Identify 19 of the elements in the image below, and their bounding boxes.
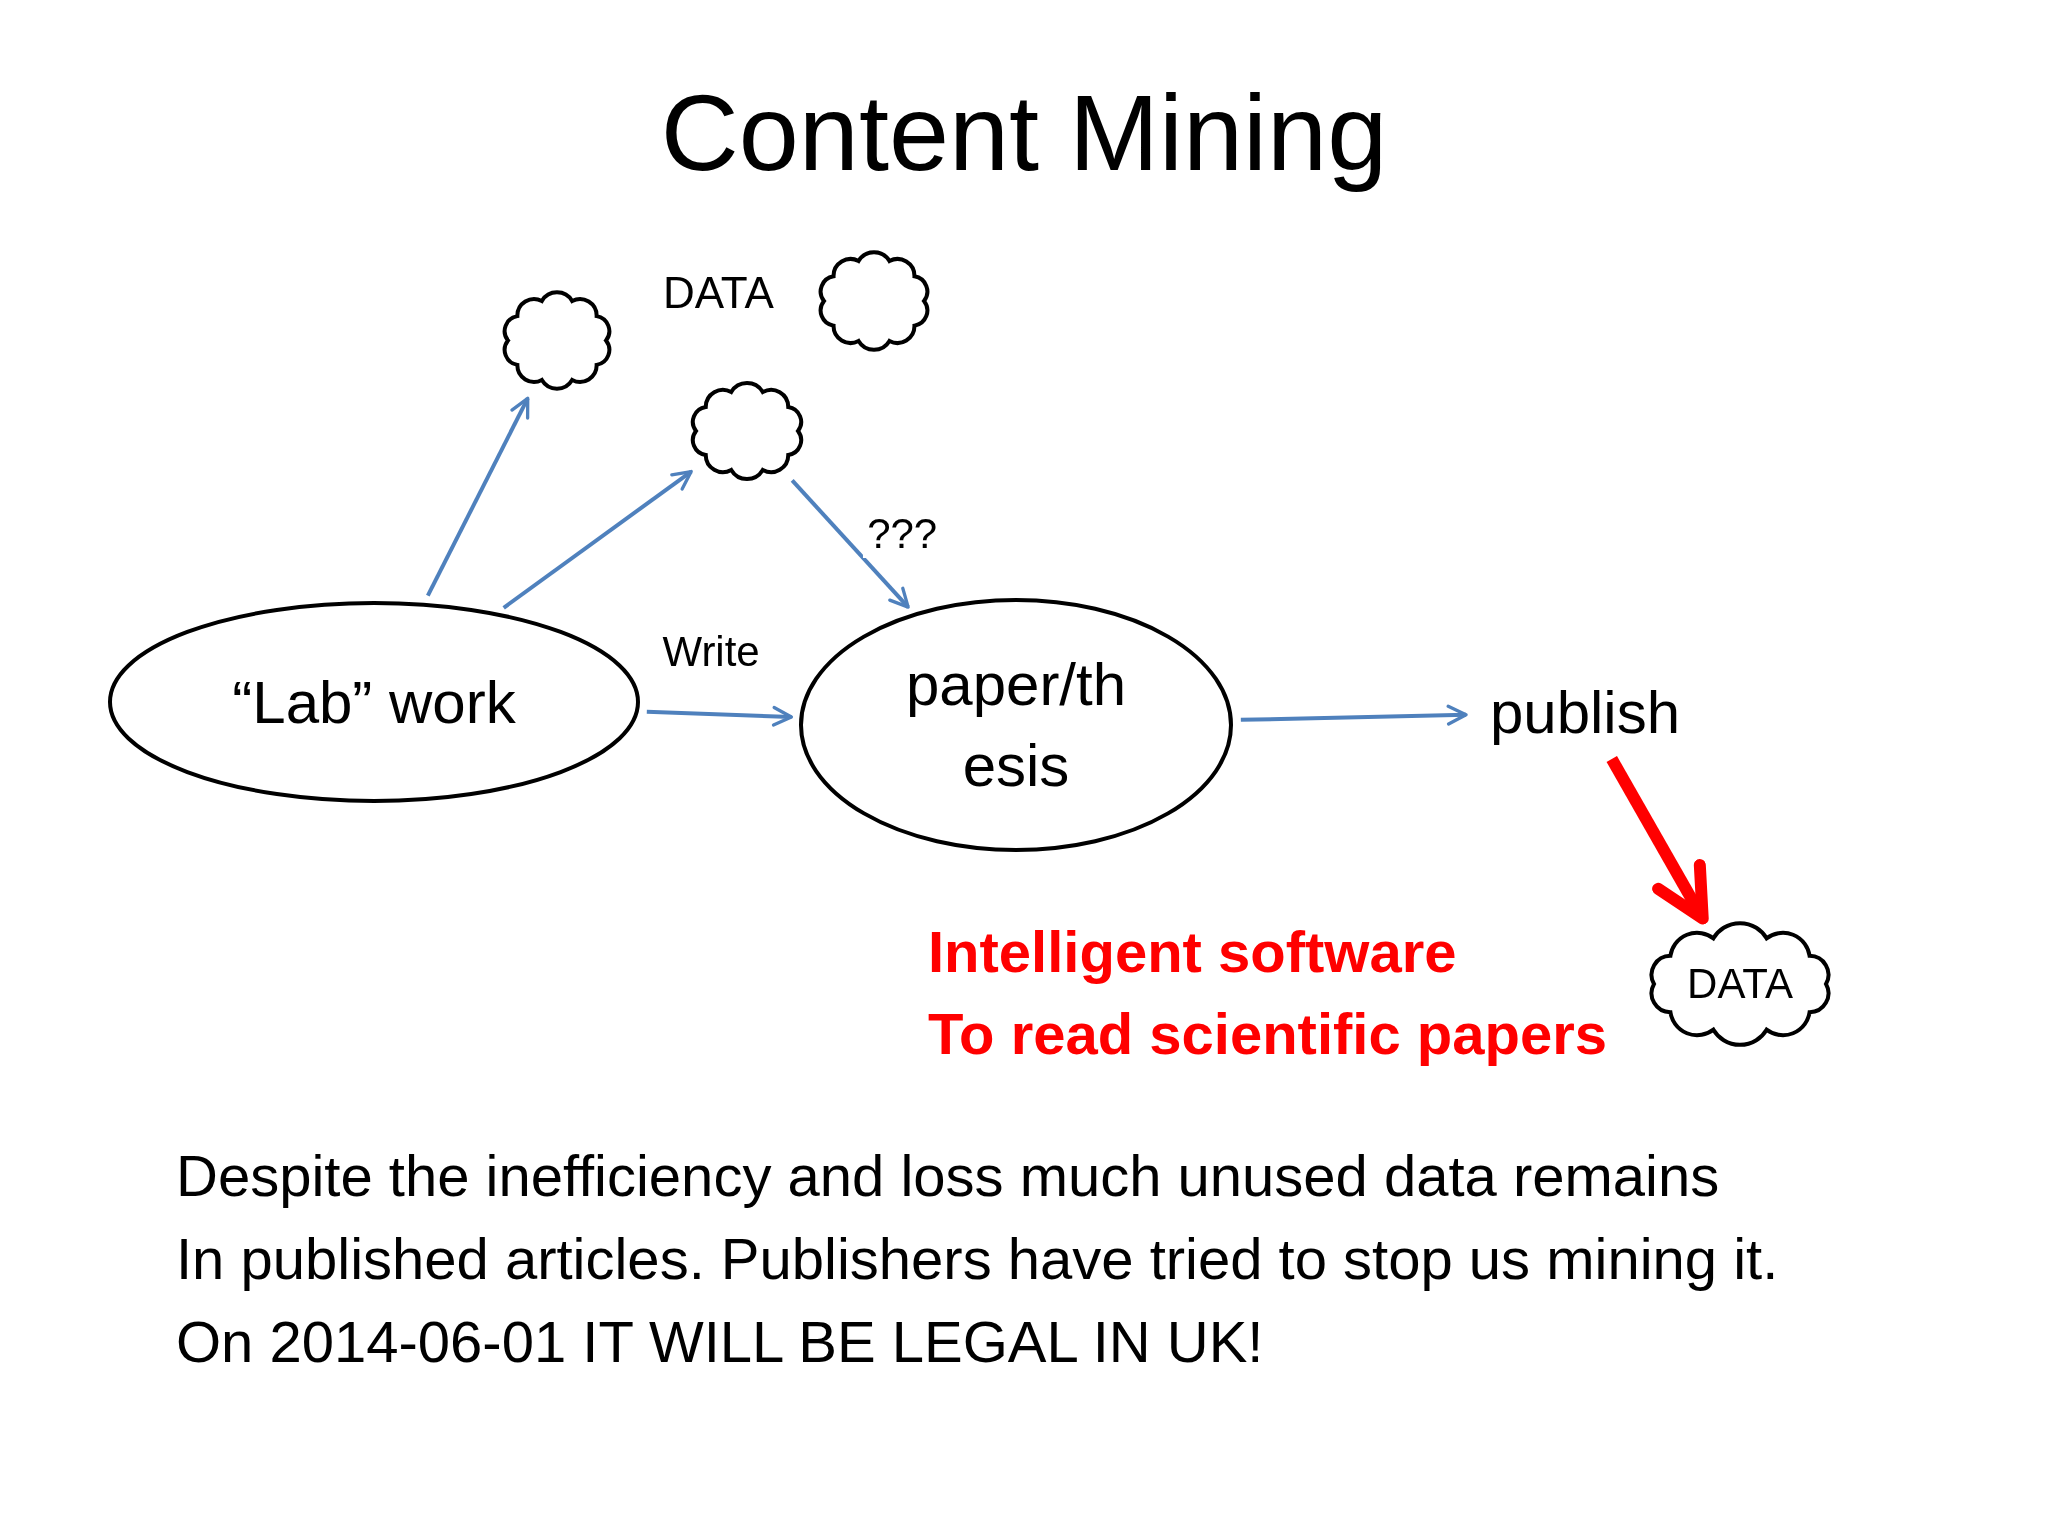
arrow (646, 705, 794, 727)
text-label: On 2014-06-01 IT WILL BE LEGAL IN UK! (176, 1308, 1264, 1375)
title: Content Mining (659, 71, 1389, 195)
arrow (790, 479, 910, 609)
highlight-text: To read scientific papers (928, 1000, 1608, 1067)
node-label: “Lab” work (232, 667, 516, 738)
ellipse-node (108, 601, 640, 803)
text-label: DATA (663, 268, 774, 318)
text-label: Despite the inefficiency and loss much unused data remains (176, 1142, 1720, 1209)
node-label: DATA (1687, 958, 1793, 1009)
arrow (502, 469, 693, 610)
arrow (1606, 755, 1709, 925)
ellipse-node (799, 598, 1233, 852)
text-label: In published articles. Publishers have tried to stop us mining it. (176, 1225, 1779, 1292)
node-label: publish (1489, 677, 1681, 748)
arrow (1240, 704, 1468, 726)
arrow (426, 396, 530, 597)
node-label: paper/th esis (904, 650, 1128, 801)
highlight-text: Intelligent software (928, 918, 1457, 985)
